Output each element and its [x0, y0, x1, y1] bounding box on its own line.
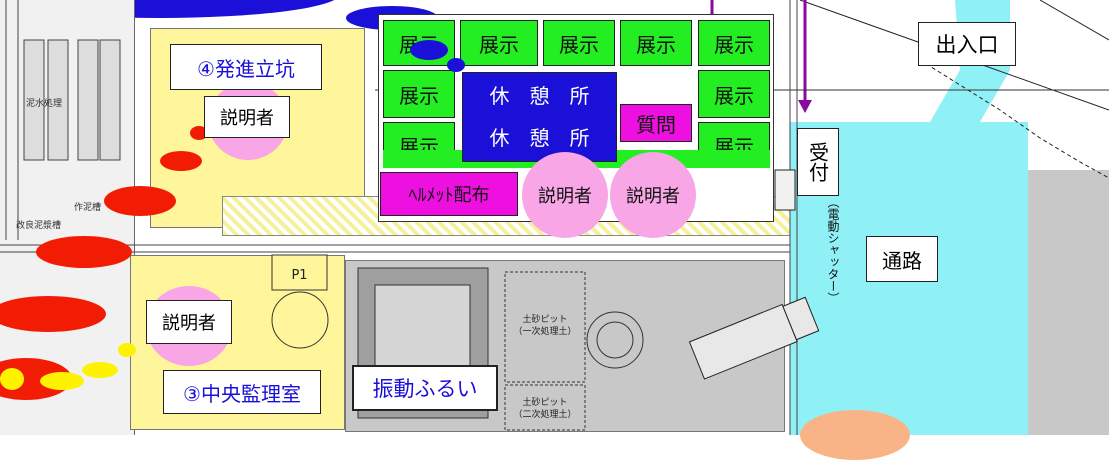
orange-blob	[800, 410, 910, 460]
explainer-label-3: 説明者	[204, 96, 290, 138]
red-blob-2	[36, 236, 132, 268]
yellow-blob-1	[40, 372, 84, 390]
red-blob-3	[0, 296, 106, 332]
rest-area-label-2: 休 憩 所	[489, 126, 590, 150]
pit-1-label-2: （一次処理土）	[513, 327, 577, 337]
pit-1-label-1: 土砂ピット	[522, 315, 568, 325]
rest-dot	[447, 58, 465, 72]
exhibit-box-2: 展示	[460, 20, 538, 66]
small-label-1: 作泥槽	[74, 203, 102, 213]
vibration-screen-label: 振動ふるい	[352, 365, 498, 411]
control-room-label: ③中央監理室	[163, 370, 321, 414]
small-label-2: 改良泥漿槽	[16, 221, 62, 231]
yellow-blob-4	[0, 368, 24, 390]
pit-2-label-2: （二次処理土）	[513, 410, 577, 420]
exhibit-box-3: 展示	[543, 20, 615, 66]
shaft-label: ④発進立坑	[170, 44, 322, 90]
explainer-circle-1: 説明者	[522, 152, 608, 238]
yellow-blob-2	[82, 362, 118, 378]
exhibit-box-5: 展示	[698, 20, 770, 66]
question-box: 質問	[620, 104, 692, 142]
exhibit-box-7: 展示	[698, 70, 770, 118]
p1-label: P1	[291, 268, 308, 283]
explainer-circle-2: 説明者	[610, 152, 696, 238]
rest-blob	[410, 40, 448, 60]
right-gray-area	[1028, 170, 1109, 435]
passage-label: 通路	[866, 236, 938, 282]
exhibit-box-4: 展示	[620, 20, 692, 66]
red-blob-5	[160, 151, 202, 171]
rest-area	[462, 72, 617, 162]
yellow-blob-3	[118, 343, 136, 357]
helmet-distribution-box: ﾍﾙﾒｯﾄ配布	[380, 172, 518, 216]
red-blob-6	[190, 126, 208, 140]
entrance-label: 出入口	[918, 22, 1016, 66]
rest-area-label-1: 休 憩 所	[489, 84, 590, 108]
explainer-label-4: 説明者	[146, 300, 232, 344]
pit-2-label-1: 土砂ピット	[522, 398, 568, 408]
red-blob-1	[104, 186, 176, 216]
reception-label: 受付	[797, 128, 839, 196]
exhibit-box-6: 展示	[383, 70, 455, 118]
small-label-3: 泥水処理	[26, 99, 63, 109]
shutter-label: （電動シャッター）	[826, 196, 840, 304]
